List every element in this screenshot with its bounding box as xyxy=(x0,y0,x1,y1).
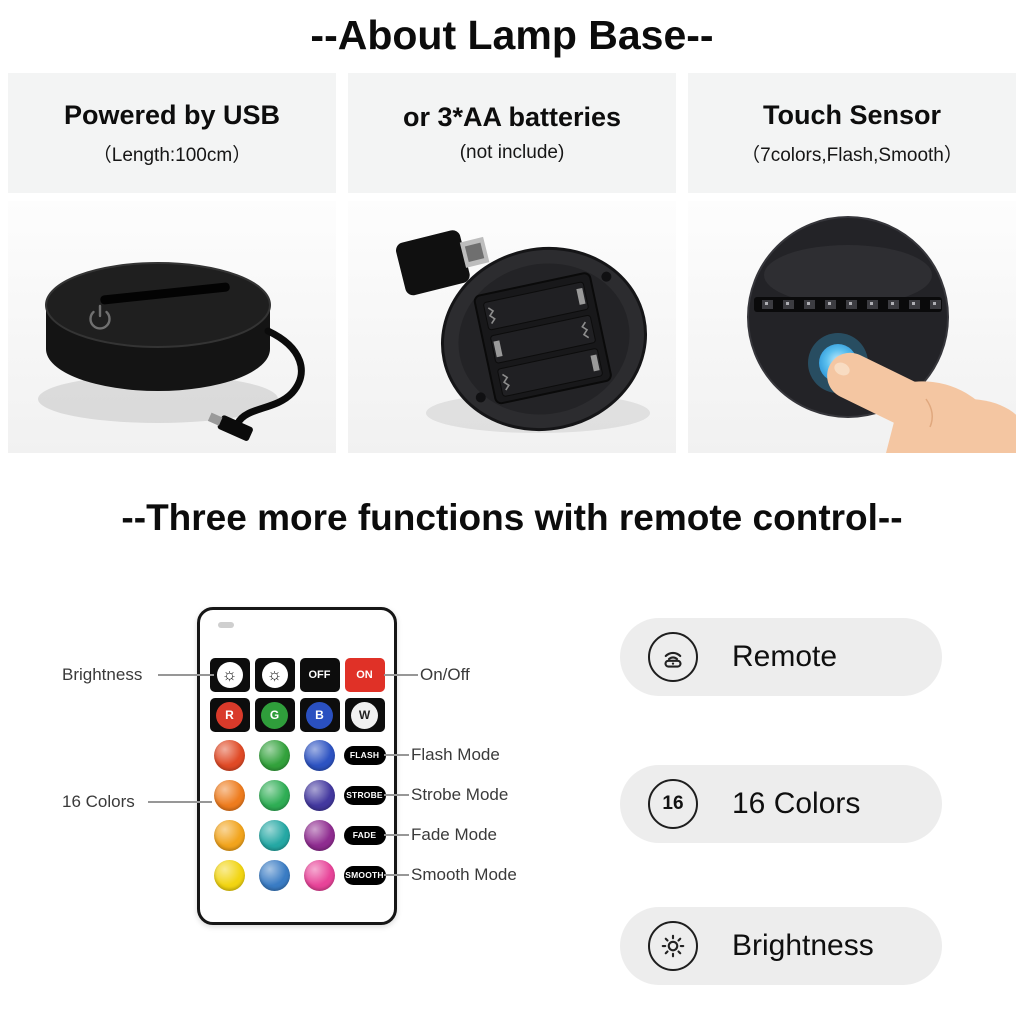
onoff-callout: On/Off xyxy=(420,665,470,684)
panel-usb-header: Powered by USB （Length:100cm） xyxy=(8,73,336,193)
brightness-sun-icon xyxy=(648,921,698,971)
off-button: OFF xyxy=(299,658,340,692)
ir-emitter xyxy=(218,622,234,628)
lamp-base-panels: Powered by USB （Length:100cm） xyxy=(0,73,1024,453)
battery-base-photo xyxy=(348,201,676,453)
b-color-label: B xyxy=(306,701,333,729)
on-button: ON xyxy=(344,658,385,692)
color-dot xyxy=(214,859,245,891)
color-dot xyxy=(214,819,245,851)
color-dot xyxy=(214,739,245,771)
color-button xyxy=(214,739,245,771)
feature-brightness: Brightness xyxy=(620,907,942,985)
feature-brightness-label: Brightness xyxy=(732,929,874,962)
color-button xyxy=(259,779,290,811)
g-color-label: G xyxy=(261,701,288,729)
panel-battery: or 3*AA batteries (not include) xyxy=(348,73,676,453)
color-dot xyxy=(259,859,290,891)
brightness-callout-line xyxy=(158,674,214,676)
usb-lamp-base-photo xyxy=(8,201,336,453)
panel-battery-title: or 3*AA batteries xyxy=(402,102,622,132)
fade-callout-line xyxy=(384,834,409,836)
16-colors-count: 16 xyxy=(662,793,684,814)
color-button xyxy=(304,819,335,851)
b-color-button: B xyxy=(299,698,340,732)
color-button xyxy=(304,779,335,811)
strobe-mode-callout: Strobe Mode xyxy=(411,785,509,804)
brightness-callout: Brightness xyxy=(62,665,143,684)
color-button xyxy=(259,859,290,891)
mode-pill-label: FLASH xyxy=(343,745,386,765)
color-dot xyxy=(304,739,335,771)
flash-mode-callout: Flash Mode xyxy=(411,745,500,764)
touch-sensor-photo xyxy=(688,201,1016,453)
color-dot xyxy=(259,739,290,771)
color-button xyxy=(304,859,335,891)
mode-pill-label: SMOOTH xyxy=(343,865,386,885)
w-color-button: W xyxy=(344,698,385,732)
remote-icon xyxy=(648,632,698,682)
smooth-mode-callout: Smooth Mode xyxy=(411,865,517,884)
strobe-mode-button: STROBE xyxy=(343,785,386,805)
color-button xyxy=(214,859,245,891)
flash-mode-button: FLASH xyxy=(343,745,386,765)
smooth-callout-line xyxy=(384,874,409,876)
color-button xyxy=(304,739,335,771)
color-button xyxy=(214,819,245,851)
16-colors-callout: 16 Colors xyxy=(62,792,135,811)
panel-battery-header: or 3*AA batteries (not include) xyxy=(348,73,676,193)
feature-16-colors: 16 16 Colors xyxy=(620,765,942,843)
brightness-down-icon: ☼ xyxy=(261,662,288,688)
brightness-up-button: ☼ xyxy=(209,658,250,692)
color-dot xyxy=(304,859,335,891)
color-dot xyxy=(259,819,290,851)
r-color-label: R xyxy=(216,701,243,729)
color-dot xyxy=(214,779,245,811)
fade-mode-button: FADE xyxy=(343,825,386,845)
color-button xyxy=(259,819,290,851)
feature-remote-label: Remote xyxy=(732,640,838,673)
panel-usb-title: Powered by USB xyxy=(63,99,281,130)
panel-touch-title: Touch Sensor xyxy=(762,99,942,130)
brightness-up-icon: ☼ xyxy=(216,662,243,688)
w-color-label: W xyxy=(351,701,378,729)
smooth-mode-button: SMOOTH xyxy=(343,865,386,885)
feature-16-colors-label: 16 Colors xyxy=(732,787,861,820)
panel-usb-subtitle: （Length:100cm） xyxy=(92,144,252,166)
panel-touch-subtitle: （7colors,Flash,Smooth） xyxy=(741,144,963,166)
color-button xyxy=(259,739,290,771)
strobe-callout-line xyxy=(384,794,409,796)
panel-battery-subtitle: (not include) xyxy=(459,142,565,163)
panel-touch-header: Touch Sensor （7colors,Flash,Smooth） xyxy=(688,73,1016,193)
mode-pill-label: FADE xyxy=(343,825,386,845)
mode-pill-label: STROBE xyxy=(343,785,386,805)
color-dot xyxy=(304,779,335,811)
color-dot xyxy=(259,779,290,811)
panel-usb: Powered by USB （Length:100cm） xyxy=(8,73,336,453)
16-colors-icon: 16 xyxy=(648,779,698,829)
flash-callout-line xyxy=(384,754,409,756)
g-color-button: G xyxy=(254,698,295,732)
16-colors-callout-line xyxy=(148,801,212,803)
section-title: --Three more functions with remote contr… xyxy=(121,497,903,538)
panel-touch: Touch Sensor （7colors,Flash,Smooth） xyxy=(688,73,1016,453)
color-dot xyxy=(304,819,335,851)
brightness-down-button: ☼ xyxy=(254,658,295,692)
color-button xyxy=(214,779,245,811)
feature-remote: Remote xyxy=(620,618,942,696)
page-title: --About Lamp Base-- xyxy=(310,12,714,58)
onoff-callout-line xyxy=(384,674,418,676)
fade-mode-callout: Fade Mode xyxy=(411,825,497,844)
r-color-button: R xyxy=(209,698,250,732)
